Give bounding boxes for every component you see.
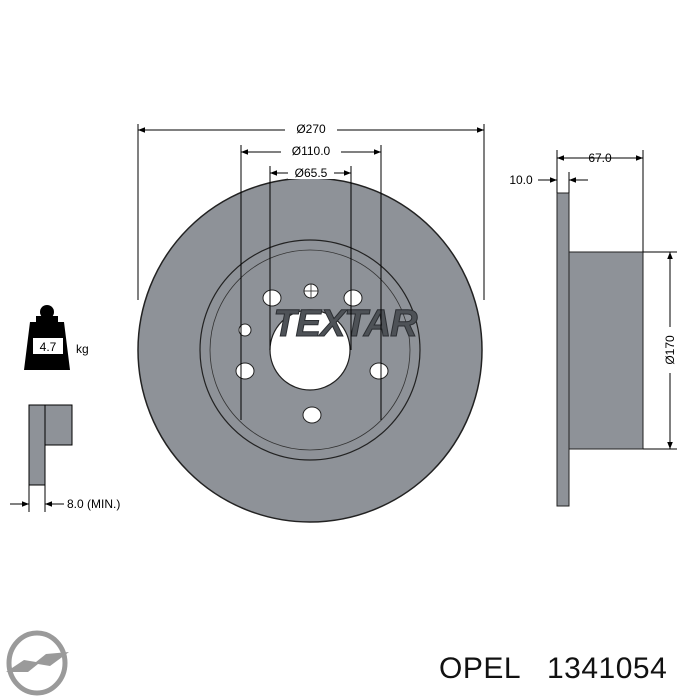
- opel-logo-icon: [6, 630, 69, 696]
- disc-front-view: TEXTAR: [137, 177, 483, 523]
- dim-center-bore: Ø65.5: [295, 166, 328, 180]
- disc-side-view: [556, 192, 644, 507]
- dim-disc-thickness: 10.0: [509, 173, 533, 187]
- disc-hat-ring: [199, 239, 421, 461]
- min-thickness-diagram: [10, 404, 73, 512]
- weight-value: 4.7: [40, 340, 57, 354]
- dim-min-thickness: 8.0 (MIN.): [67, 497, 120, 511]
- bolt-hole: [369, 362, 389, 380]
- bolt-hole: [262, 289, 282, 307]
- dim-total-height: 67.0: [588, 151, 612, 165]
- small-hole: [238, 323, 252, 337]
- dim-hat-diameter: Ø170: [663, 335, 677, 365]
- disc-hat-inner-ring: [209, 249, 411, 451]
- weight-icon: [24, 305, 70, 370]
- weight-unit: kg: [76, 342, 89, 356]
- disc-brand-text: TEXTAR: [273, 303, 418, 345]
- footer-brand: OPEL: [439, 652, 521, 685]
- dim-outer-diameter: Ø270: [296, 122, 326, 136]
- footer-part-number: 1341054: [547, 652, 667, 685]
- dim-bolt-circle: Ø110.0: [292, 144, 331, 158]
- bolt-hole: [235, 362, 255, 380]
- front-dimensions: [137, 124, 485, 420]
- bolt-hole: [343, 289, 363, 307]
- bolt-hole: [302, 406, 322, 424]
